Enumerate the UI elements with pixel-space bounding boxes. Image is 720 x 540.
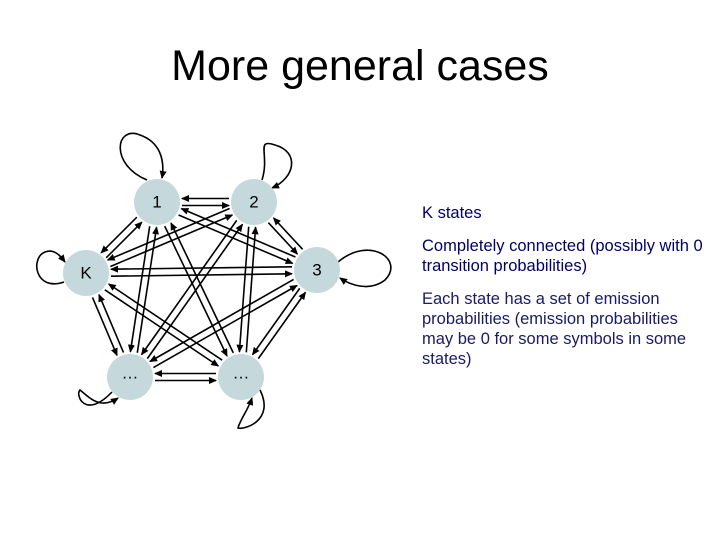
transition-arrow-n1-nK	[100, 216, 138, 254]
state-node-k-label: K	[80, 264, 92, 283]
transition-arrow-nK-n1	[105, 221, 143, 259]
state-node-ellipsis-left-circle	[107, 354, 153, 400]
transition-arrow-n3-n2	[272, 217, 304, 250]
self-loop-arrow-nd1	[78, 388, 119, 406]
state-node-3: 3	[294, 247, 340, 293]
transition-arrow-n2-nd2	[236, 226, 250, 353]
note-emissions: Each state has a set of emission probabi…	[422, 290, 687, 368]
state-nodes: 1 2 3 K … …	[63, 179, 340, 400]
state-node-1-label: 1	[152, 193, 161, 212]
self-loop-arrows	[36, 132, 392, 430]
transition-arrow-nK-n2	[110, 214, 234, 268]
transition-arrow-n3-n1	[180, 207, 296, 258]
state-node-2-circle	[231, 179, 277, 225]
transition-arrow-n1-nd1	[128, 226, 151, 353]
note-connectivity: Completely connected (possibly with 0 tr…	[422, 237, 703, 275]
state-node-2: 2	[231, 179, 277, 225]
transition-arrow-nd1-n3	[153, 284, 298, 369]
state-node-3-circle	[294, 247, 340, 293]
state-node-ellipsis-right: …	[218, 354, 264, 400]
transition-arrow-n2-n3	[267, 222, 299, 255]
self-loop-arrow-n1	[119, 132, 167, 181]
transition-arrow-n1-n3	[178, 214, 294, 265]
transition-arrow-nd2-n3	[257, 291, 307, 360]
self-loop-arrow-n3	[337, 249, 392, 288]
self-loop-arrow-nd2	[237, 389, 265, 430]
transition-arrow-n2-nd1	[140, 219, 238, 356]
state-node-k: K	[63, 250, 109, 296]
note-k-states: K states	[422, 204, 482, 222]
transition-arrow-nd1-nK	[98, 293, 125, 353]
transition-edges	[91, 195, 307, 384]
state-node-ellipsis-right-circle	[218, 354, 264, 400]
transition-arrow-nd2-n1	[170, 222, 235, 354]
transition-arrow-nK-n3	[110, 270, 293, 278]
state-node-ellipsis-left: …	[107, 354, 153, 400]
self-loop-arrow-nK	[36, 250, 66, 285]
transition-arrow-nd2-n2	[245, 226, 259, 353]
transition-arrow-nK-nd1	[91, 297, 118, 357]
transition-arrow-nK-nd2	[104, 289, 220, 367]
state-node-1: 1	[134, 179, 180, 225]
notes-panel: K states Completely connected (possibly …	[422, 203, 712, 382]
transition-arrow-nd2-nK	[107, 283, 223, 361]
state-node-2-label: 2	[249, 193, 258, 212]
slide-title: More general cases	[171, 42, 549, 90]
state-node-ellipsis-right-label: …	[233, 364, 250, 383]
transition-arrow-n3-nd1	[149, 278, 294, 363]
state-node-1-circle	[134, 179, 180, 225]
transition-arrow-n3-nK	[110, 265, 293, 273]
transition-arrow-nd1-n2	[146, 223, 244, 360]
state-node-k-circle	[63, 250, 109, 296]
self-loop-arrow-n2	[261, 142, 293, 189]
state-node-3-label: 3	[312, 261, 321, 280]
transition-arrow-n3-nd2	[251, 287, 301, 356]
transition-arrow-n2-nK	[106, 207, 230, 261]
state-node-ellipsis-left-label: …	[122, 364, 139, 383]
